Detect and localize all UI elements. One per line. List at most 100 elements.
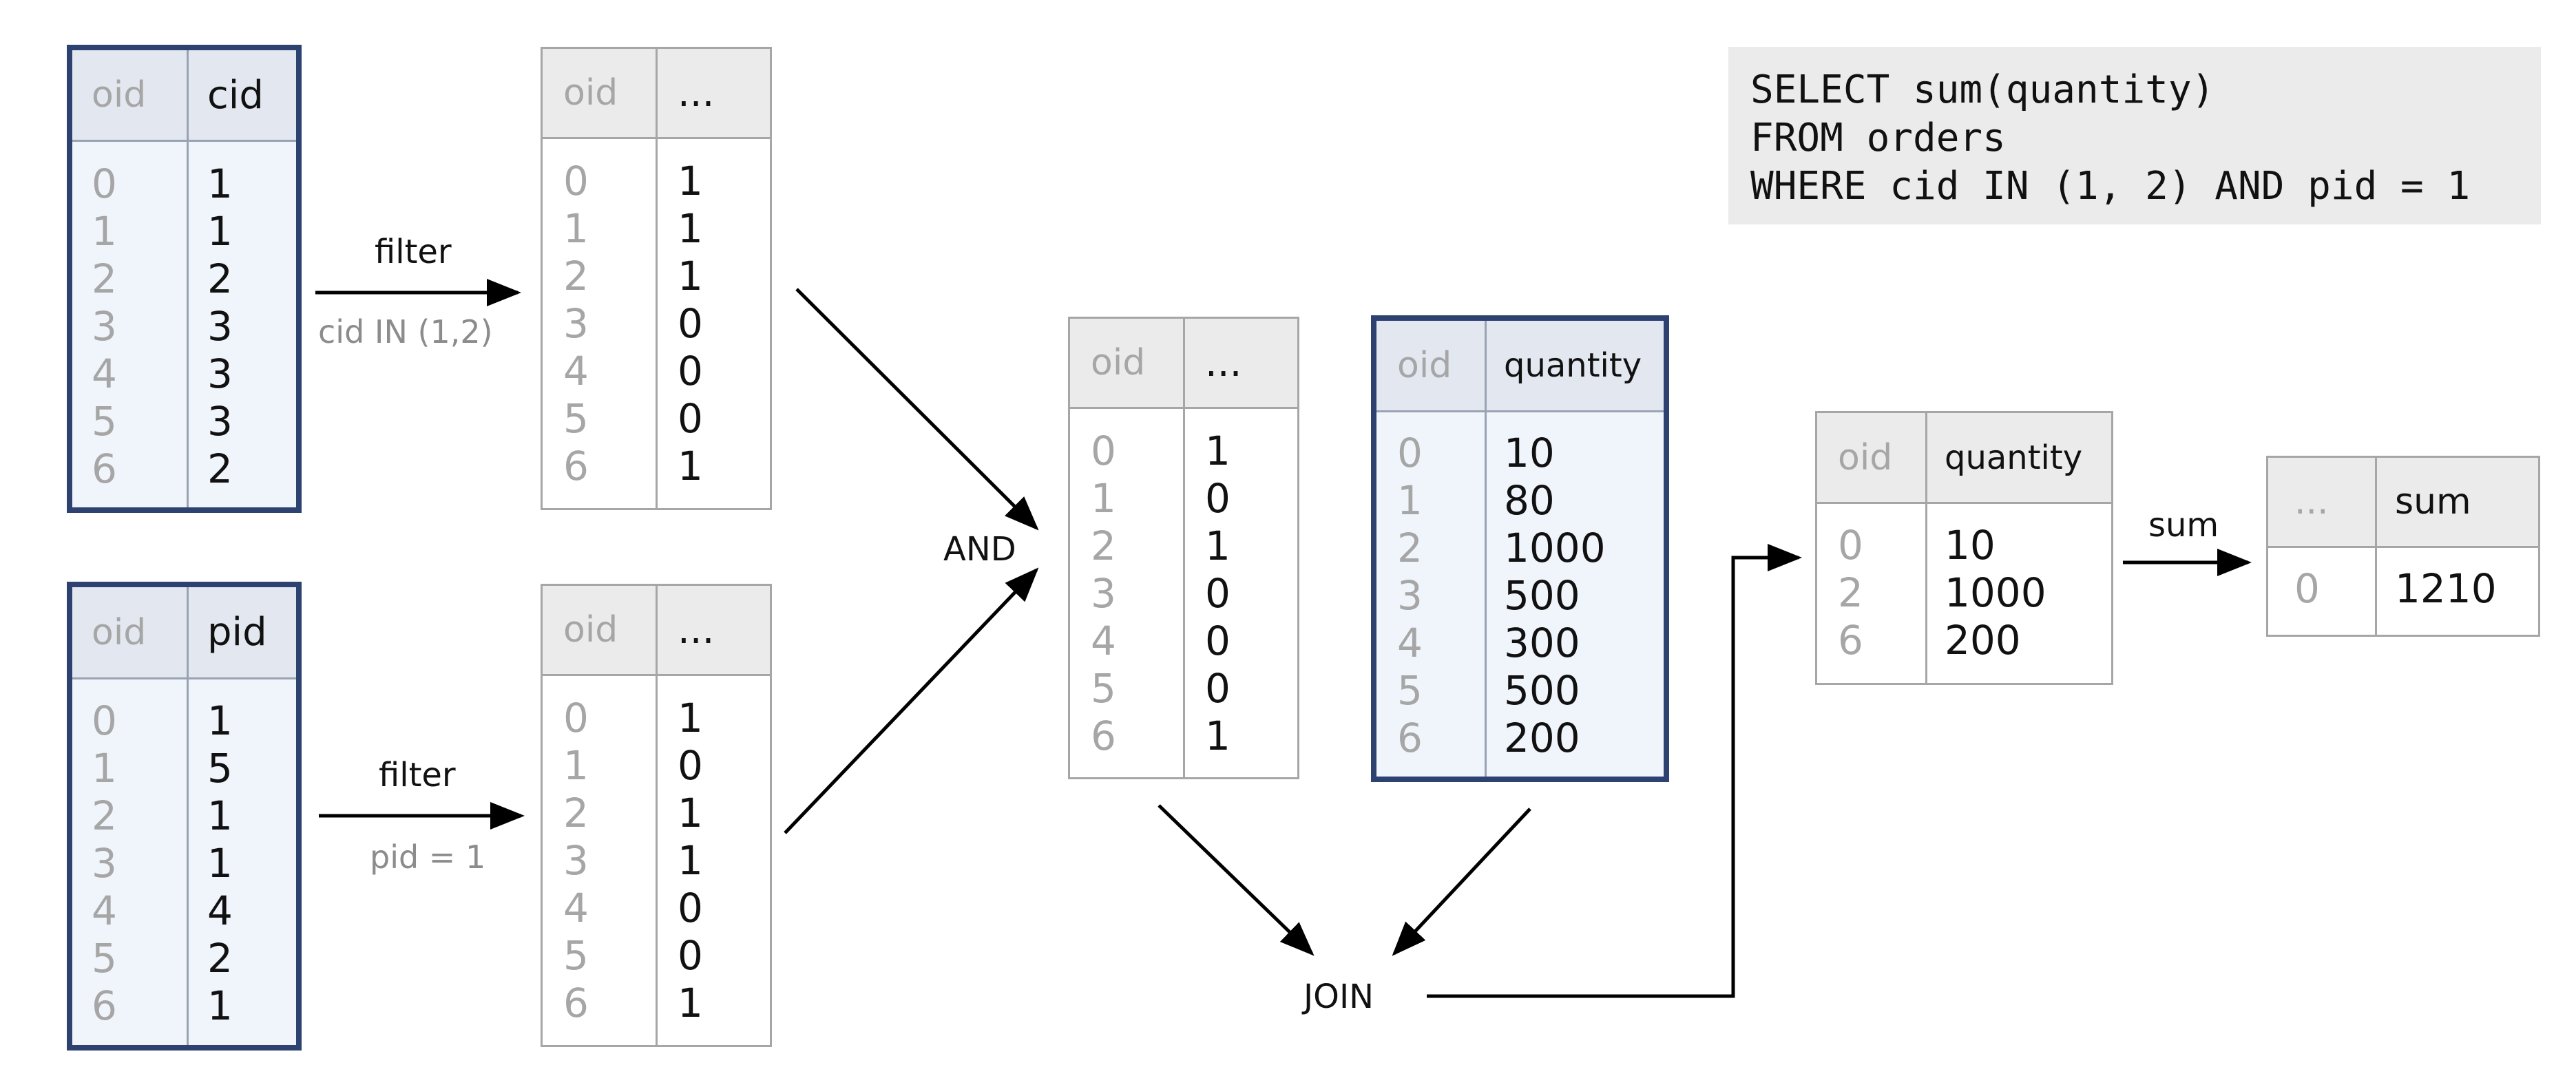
value-cell: 0 (1205, 475, 1231, 522)
oid-cell: 4 (563, 885, 589, 931)
oid-cell: 5 (1091, 665, 1116, 712)
value-cell: 1 (207, 982, 233, 1029)
value-cell: 3 (207, 303, 233, 350)
oid-list: 0 1 2 3 4 5 6 (563, 158, 589, 490)
sql-query-box: SELECT sum(quantity) FROM orders WHERE c… (1728, 47, 2541, 224)
value-cell: 300 (1504, 620, 1580, 666)
value-cell: 1 (207, 208, 233, 255)
oid-cell: 1 (1397, 477, 1423, 524)
ellipsis-header: ... (2294, 481, 2329, 523)
value-cell: 200 (1504, 715, 1580, 761)
value-cell: 1000 (1945, 569, 2046, 616)
pid-header: pid (207, 610, 267, 655)
oid-cell: 3 (1091, 570, 1116, 617)
oid-header: oid (1091, 342, 1146, 383)
and-operator-label: AND (943, 530, 1016, 569)
value-cell: 1 (207, 160, 233, 207)
value-cell: 2 (207, 445, 233, 492)
arrow-join-to-result (1427, 544, 1802, 998)
oid-cell: 4 (1091, 618, 1116, 664)
value-cell: 2 (207, 255, 233, 302)
value-cell: 0 (678, 742, 703, 789)
cid-header: cid (207, 72, 264, 118)
value-cell: 1 (678, 253, 703, 299)
oid-header: oid (92, 611, 147, 653)
oid-cell: 0 (1838, 522, 1863, 569)
value-cell: 3 (207, 350, 233, 397)
oid-header: oid (563, 72, 618, 114)
value-cell: 1 (678, 790, 703, 836)
pid-column-table: oid pid 0 1 2 3 4 5 6 1 5 1 1 4 2 1 (67, 582, 302, 1051)
sum-result-table: ... sum 0 1210 (2266, 456, 2540, 637)
oid-cell: 5 (92, 935, 117, 982)
value-cell: 1 (1205, 428, 1231, 474)
oid-list: 0 2 6 (1838, 522, 1863, 664)
oid-cell: 1 (1091, 475, 1116, 522)
cid-column-table: oid cid 0 1 2 3 4 5 6 1 1 2 3 3 3 2 (67, 45, 302, 513)
and-result-table: oid ... 0 1 2 3 4 5 6 1 0 1 0 0 0 1 (1068, 317, 1299, 779)
value-cell: 10 (1504, 430, 1555, 476)
oid-cell: 4 (92, 887, 117, 934)
value-cell: 4 (207, 887, 233, 934)
sql-line-from: FROM orders (1750, 116, 2006, 160)
value-cell: 1 (207, 840, 233, 887)
value-cell: 3 (207, 398, 233, 445)
pid-value-list: 1 5 1 1 4 2 1 (207, 697, 233, 1030)
value-cell: 0 (1205, 618, 1231, 664)
filter-condition-bottom: pid = 1 (370, 838, 486, 876)
oid-list: 0 1 2 3 4 5 6 (1397, 430, 1423, 762)
ellipsis-header: ... (678, 607, 715, 653)
oid-cell: 2 (563, 790, 589, 836)
oid-cell: 3 (1397, 572, 1423, 619)
oid-cell: 2 (92, 792, 117, 839)
oid-cell: 2 (1397, 525, 1423, 571)
value-cell: 0 (678, 348, 703, 394)
bitmap-value-list: 1 0 1 0 0 0 1 (1205, 428, 1231, 760)
oid-header: oid (92, 74, 147, 116)
value-cell: 80 (1504, 477, 1555, 524)
value-cell: 0 (1205, 665, 1231, 712)
oid-cell: 4 (563, 348, 589, 394)
value-cell: 0 (678, 395, 703, 442)
oid-cell: 5 (1397, 667, 1423, 714)
value-cell: 5 (207, 745, 233, 792)
join-result-table: oid quantity 0 2 6 10 1000 200 (1815, 411, 2113, 685)
value-cell: 1210 (2395, 565, 2497, 612)
oid-cell: 1 (563, 205, 589, 252)
pid-filter-result-table: oid ... 0 1 2 3 4 5 6 1 0 1 1 0 0 1 (541, 584, 772, 1047)
quantity-header: quantity (1945, 438, 2083, 477)
oid-cell: 2 (92, 255, 117, 302)
oid-cell: 6 (1397, 715, 1423, 761)
value-cell: 500 (1504, 572, 1580, 619)
value-cell: 200 (1945, 617, 2021, 664)
value-cell: 1 (1205, 713, 1231, 759)
quantity-value-list: 10 80 1000 500 300 500 200 (1504, 430, 1606, 762)
oid-cell: 1 (92, 208, 117, 255)
quantity-value-list: 10 1000 200 (1945, 522, 2046, 664)
value-cell: 0 (678, 300, 703, 347)
cid-value-list: 1 1 2 3 3 3 2 (207, 160, 233, 493)
oid-cell: 0 (92, 160, 117, 207)
arrow-to-and-bottom (784, 567, 1039, 834)
oid-cell: 6 (92, 982, 117, 1029)
oid-cell: 4 (1397, 620, 1423, 666)
value-cell: 1000 (1504, 525, 1606, 571)
value-cell: 0 (678, 885, 703, 931)
quantity-header: quantity (1504, 346, 1642, 385)
value-cell: 1 (207, 792, 233, 839)
oid-header: oid (1397, 345, 1452, 386)
arrow-and-to-join (1158, 804, 1315, 956)
sql-line-select: SELECT sum(quantity) (1750, 67, 2215, 112)
sum-header: sum (2395, 481, 2471, 523)
oid-cell: 2 (563, 253, 589, 299)
cid-filter-result-table: oid ... 0 1 2 3 4 5 6 1 1 1 0 0 0 1 (541, 47, 772, 510)
bitmap-value-list: 1 0 1 1 0 0 1 (678, 695, 703, 1027)
bitmap-value-list: 1 1 1 0 0 0 1 (678, 158, 703, 490)
oid-cell: 3 (563, 300, 589, 347)
oid-cell: 6 (1091, 713, 1116, 759)
oid-cell: 0 (1091, 428, 1116, 474)
arrow-quantity-to-join (1392, 808, 1531, 956)
oid-cell: 3 (563, 837, 589, 884)
oid-cell: 6 (92, 445, 117, 492)
oid-header: oid (1838, 436, 1893, 478)
